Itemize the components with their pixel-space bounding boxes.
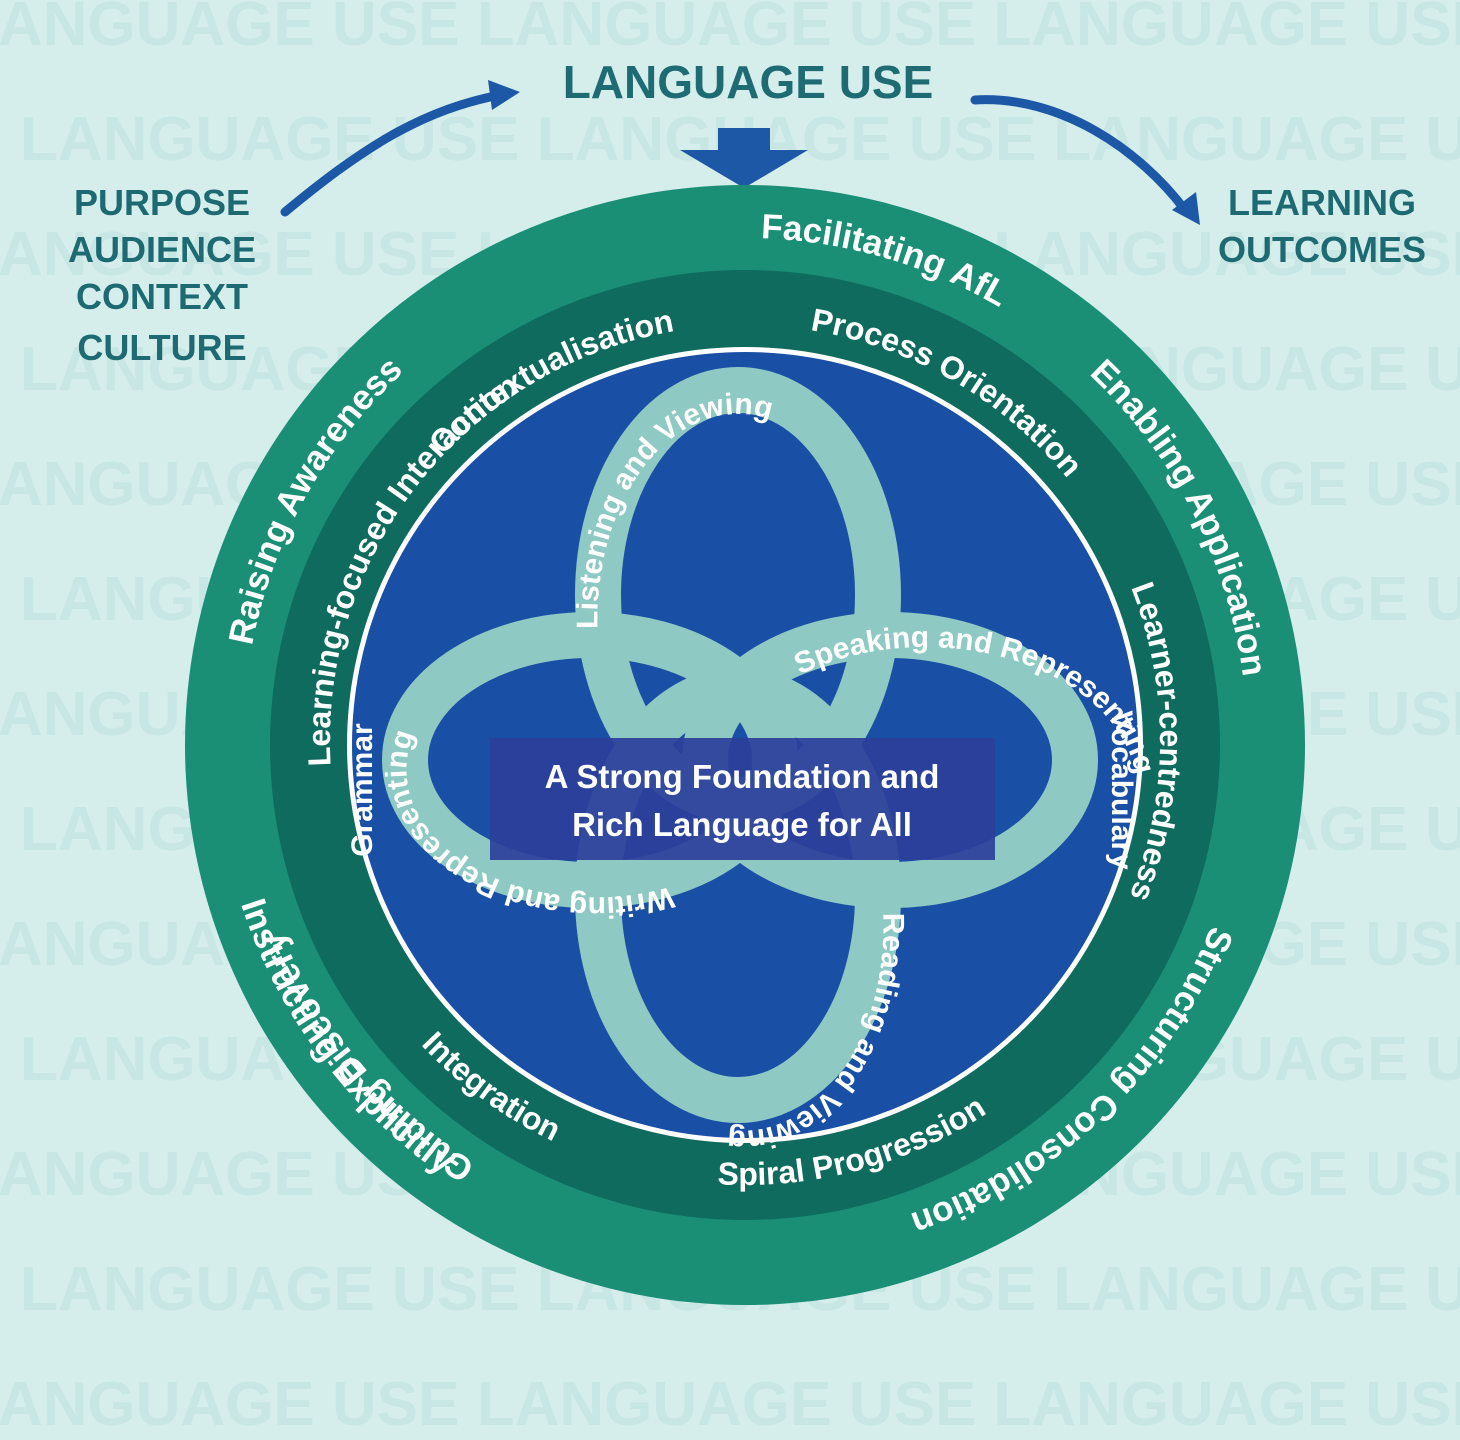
background-word-row: LANGUAGE USE LANGUAGE USE LANGUAGE USE L… [0, 1370, 1460, 1439]
inner-label-vocabulary: Vocabulary [1105, 710, 1138, 870]
arrow-down-icon [680, 128, 808, 188]
arrow-right-icon [970, 95, 1200, 225]
center-box [490, 738, 995, 860]
arrow-left-icon [280, 80, 520, 217]
term-purpose: PURPOSE [74, 182, 250, 223]
background-word-row: LANGUAGE USE LANGUAGE USE LANGUAGE USE L… [0, 0, 1460, 59]
term-learning: LEARNING [1228, 182, 1416, 223]
term-culture: CULTURE [77, 327, 246, 368]
page-title: LANGUAGE USE [563, 56, 934, 108]
term-context: CONTEXT [76, 276, 248, 317]
left-terms: PURPOSE AUDIENCE CONTEXT CULTURE [68, 182, 256, 368]
right-terms: LEARNING OUTCOMES [1218, 182, 1426, 270]
term-audience: AUDIENCE [68, 229, 256, 270]
center-line-1: A Strong Foundation and [545, 758, 940, 795]
inner-label-grammar: Grammar [346, 723, 379, 857]
center-line-2: Rich Language for All [572, 806, 912, 843]
term-outcomes: OUTCOMES [1218, 229, 1426, 270]
